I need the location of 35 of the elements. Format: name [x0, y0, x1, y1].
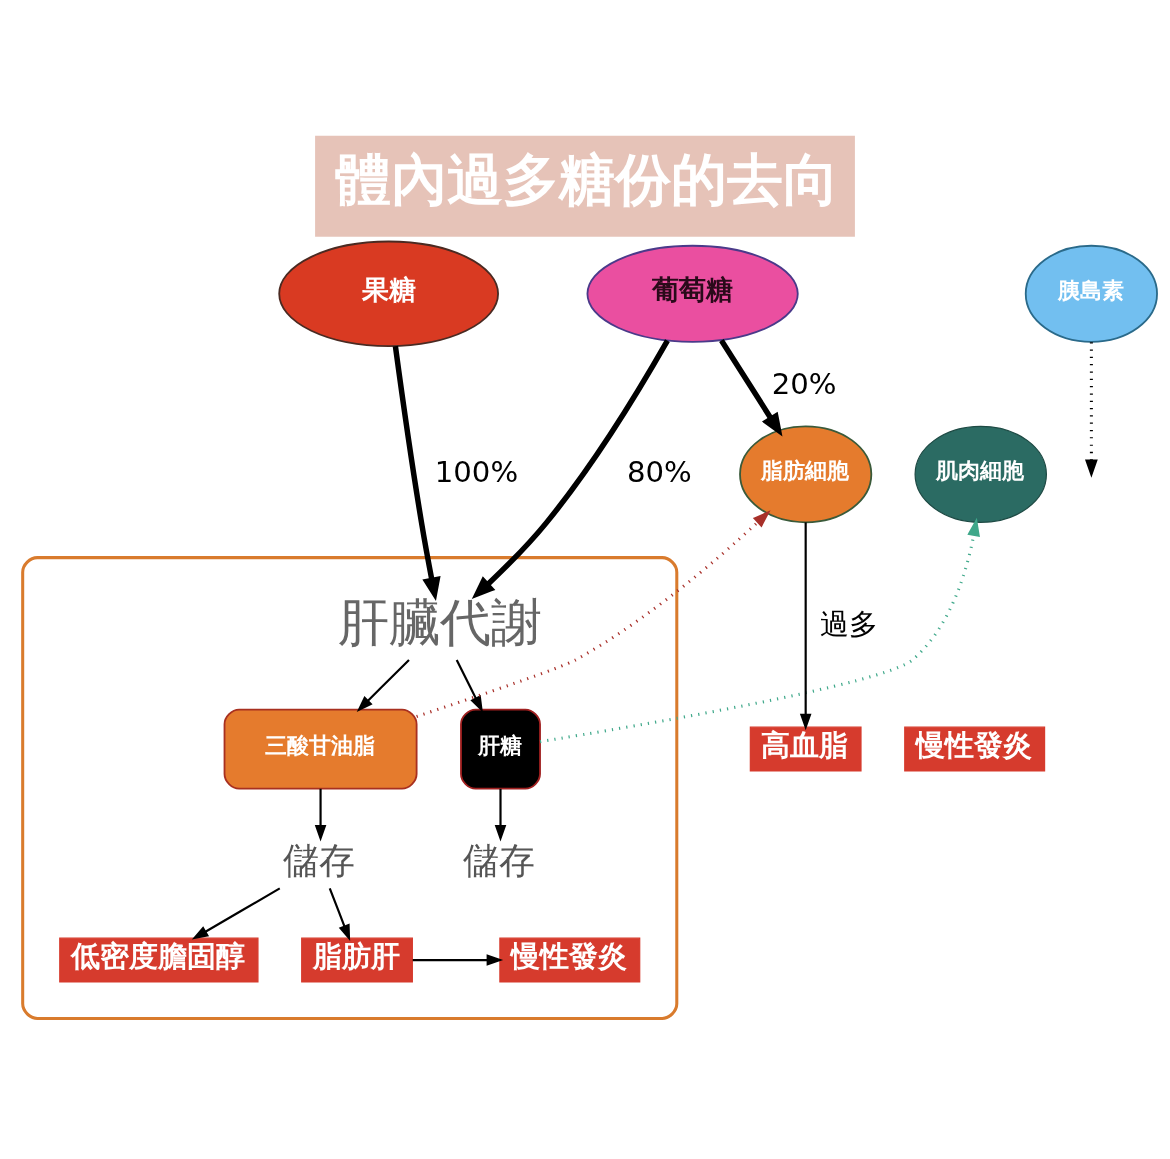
arrow	[416, 510, 771, 718]
diagram-title: 體內過多糖份的去向	[334, 147, 839, 213]
arrow	[412, 954, 504, 966]
edge-label: 80%	[626, 454, 692, 489]
arrow	[494, 788, 507, 842]
node-box: 慢性發炎	[904, 726, 1046, 772]
arrow	[799, 522, 812, 731]
arrow	[455, 659, 483, 713]
node-ellipse: 肌肉細胞	[914, 425, 1047, 523]
node-text: 肝臟代謝	[338, 592, 543, 652]
arrow	[328, 888, 351, 942]
cluster	[21, 556, 679, 1020]
node-box: 脂肪肝	[301, 937, 413, 983]
node-ellipse: 葡萄糖	[586, 244, 799, 343]
arrow	[356, 659, 410, 712]
node-ellipse: 脂肪細胞	[739, 425, 873, 524]
arrow	[191, 887, 281, 940]
arrow	[392, 345, 441, 601]
node-ellipse: 胰島素	[1024, 244, 1158, 343]
arrow	[471, 339, 670, 600]
node-box: 三酸甘油脂	[223, 708, 418, 790]
edge-label: 20%	[771, 366, 837, 401]
node-box: 肝糖	[460, 708, 541, 790]
node-text: 儲存	[463, 838, 536, 882]
edge-label: 過多	[820, 607, 879, 642]
edge-label: 100%	[434, 454, 519, 489]
arrow	[719, 338, 783, 437]
node-text: 儲存	[283, 838, 356, 882]
arrow	[1085, 342, 1098, 478]
arrow	[314, 788, 327, 842]
node-ellipse: 果糖	[278, 240, 499, 347]
node-box: 高血脂	[749, 726, 862, 772]
node-box: 慢性發炎	[499, 937, 641, 983]
node-box: 低密度膽固醇	[59, 937, 259, 983]
arrow	[539, 517, 980, 744]
